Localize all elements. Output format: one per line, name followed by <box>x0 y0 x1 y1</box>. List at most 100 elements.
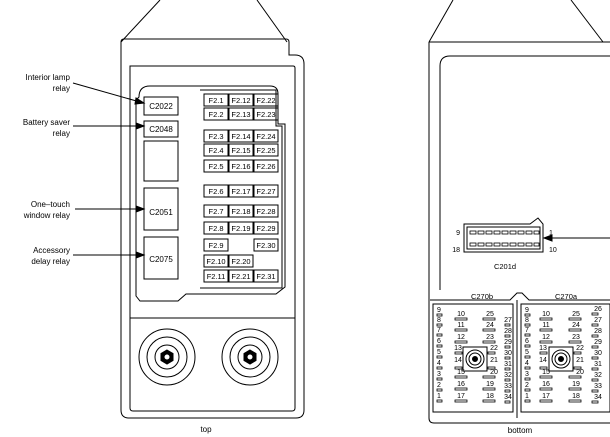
c201d-pin-1: 1 <box>549 230 553 237</box>
fuse-label: F2.26 <box>256 162 275 171</box>
fuse-label: F2.11 <box>207 272 226 281</box>
fuse-label: F2.21 <box>231 272 250 281</box>
fuse-label: F2.24 <box>256 132 275 141</box>
c270b-pin: 6 <box>437 338 441 345</box>
fuse-label: F2.27 <box>256 187 275 196</box>
connector-c270b-bolt <box>462 346 488 372</box>
fuse-label: F2.10 <box>206 257 225 266</box>
c270b-pin: 34 <box>504 394 512 401</box>
c270b-pin: 20 <box>490 369 498 376</box>
panel-top-edge <box>120 38 290 43</box>
c270a-pin: 8 <box>525 317 529 324</box>
fuse-label: F2.12 <box>231 96 250 105</box>
c270a-pin: 16 <box>542 381 550 388</box>
c270a-pin: 23 <box>572 334 580 341</box>
c270b-pin: 8 <box>437 317 441 324</box>
callout-one-touch-line1: One–touch <box>31 200 70 209</box>
c270a-pin: 26 <box>594 306 602 313</box>
relay-c2051-label: C2051 <box>149 208 173 217</box>
fuse-grid <box>203 93 279 283</box>
c270b-pin: 5 <box>437 349 441 356</box>
c270a-pin: 4 <box>525 360 529 367</box>
panel-housing-inner <box>129 65 296 412</box>
c270a-pin: 29 <box>594 339 602 346</box>
c270b-pin: 22 <box>490 345 498 352</box>
mounting-strap-right-2 <box>570 0 604 43</box>
c270a-pin: 33 <box>594 383 602 390</box>
c270b-pin: 10 <box>457 311 465 318</box>
c201d-pin-18: 18 <box>452 247 460 254</box>
fuse-label: F2.30 <box>256 241 275 250</box>
c270a-pin: 18 <box>572 393 580 400</box>
fuse-label: F2.8 <box>208 224 223 233</box>
c270a-pin: 30 <box>594 350 602 357</box>
fuse-label: F2.17 <box>231 187 250 196</box>
c270b-pin: 2 <box>437 382 441 389</box>
c270b-pin: 33 <box>504 383 512 390</box>
relay-c2022-box <box>143 96 179 116</box>
bottom-view-panel <box>428 0 610 424</box>
c270a-pin: 13 <box>539 345 547 352</box>
c270b-pin: 15 <box>457 369 465 376</box>
c270a-pin: 22 <box>576 345 584 352</box>
c270b-pin: 12 <box>457 334 465 341</box>
fuse-label: F2.28 <box>256 207 275 216</box>
fuse-label: F2.14 <box>231 132 250 141</box>
stud-left <box>138 328 196 386</box>
c270a-pin: 10 <box>542 311 550 318</box>
c270a-pin: 34 <box>594 394 602 401</box>
c270a-pin: 31 <box>594 361 602 368</box>
relay-blank-box <box>143 140 179 182</box>
stud-right <box>221 328 279 386</box>
callout-arrows <box>72 82 146 259</box>
relay-c2048-label: C2048 <box>149 125 173 134</box>
bottom-panel-outline <box>428 42 610 424</box>
c270b-pin: 18 <box>486 393 494 400</box>
c270a-pin: 7 <box>525 327 529 334</box>
callout-battery-saver-line1: Battery saver <box>23 118 70 127</box>
c270b-pin: 11 <box>457 322 464 329</box>
c270b-pin: 9 <box>437 307 441 314</box>
c270a-pin: 25 <box>572 311 580 318</box>
c270b-pin: 1 <box>437 393 441 400</box>
c270a-pin: 2 <box>525 382 529 389</box>
fuse-label: F2.16 <box>231 162 250 171</box>
c270b-pin: 14 <box>454 357 462 364</box>
fuse-label: F2.25 <box>256 146 275 155</box>
c270b-pin: 3 <box>437 371 441 378</box>
fuse-label: F2.22 <box>256 96 275 105</box>
view-label-top: top <box>200 425 212 434</box>
c270b-pin: 25 <box>486 311 494 318</box>
fuse-label: F2.31 <box>256 272 275 281</box>
c201d-callout-arrowhead <box>542 234 553 242</box>
fuse-label: F2.19 <box>231 224 250 233</box>
c270b-pin: 4 <box>437 360 441 367</box>
connector-c201d-inner <box>466 226 541 250</box>
relay-c2022-label: C2022 <box>149 102 173 111</box>
callout-battery-saver-line2: relay <box>53 129 70 138</box>
view-label-bottom: bottom <box>508 426 533 435</box>
c270a-pin: 15 <box>542 369 550 376</box>
c270b-pin: 21 <box>490 357 498 364</box>
c270a-pin: 17 <box>542 393 550 400</box>
c270b-pin: 24 <box>486 322 494 329</box>
connector-c270a-bolt <box>548 346 574 372</box>
c270a-pin: 19 <box>572 381 580 388</box>
c270a-name: C270a <box>555 292 578 301</box>
c270a-pin: 27 <box>594 317 602 324</box>
c270b-pin: 7 <box>437 327 441 334</box>
fuse-label: F2.23 <box>256 110 275 119</box>
top-view-panel <box>72 0 305 419</box>
c270b-pin: 31 <box>504 361 512 368</box>
c270b-pin: 28 <box>504 328 512 335</box>
c201d-name: C201d <box>494 262 516 271</box>
relay-c2075-box <box>143 236 179 280</box>
c270a-pin: 3 <box>525 371 529 378</box>
callout-interior-lamp-line2: relay <box>53 84 70 93</box>
c270a-pin: 12 <box>542 334 550 341</box>
fuse-label: F2.6 <box>208 187 223 196</box>
c270b-pin: 27 <box>504 317 512 324</box>
mounting-strap-left-2 <box>256 0 288 43</box>
connector-c201d-shell <box>463 217 544 253</box>
c270a-pin: 28 <box>594 328 602 335</box>
